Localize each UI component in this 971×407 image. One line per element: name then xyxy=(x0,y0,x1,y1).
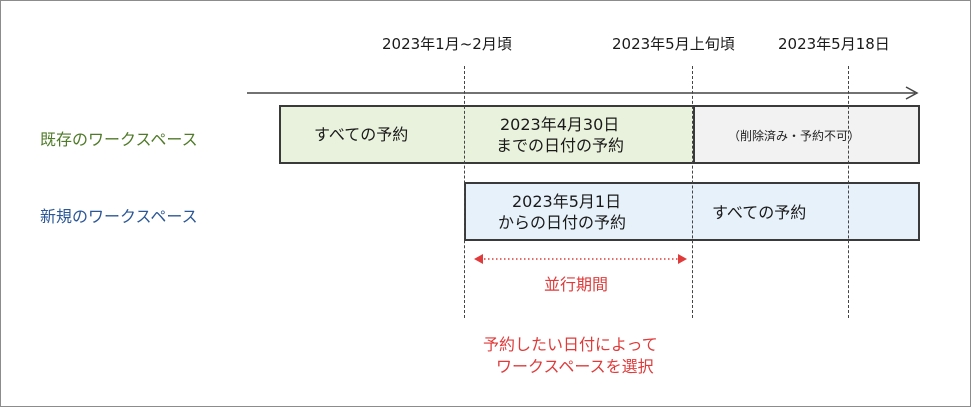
date-label-early-may: 2023年5月上旬頃 xyxy=(612,35,735,53)
marker-line-may-18 xyxy=(848,66,849,318)
existing-segment-all-reservations: すべての予約 xyxy=(314,125,409,144)
existing-bar-removed xyxy=(693,105,920,164)
new-segment-from-may1-line2: からの日付の予約 xyxy=(498,213,627,232)
row-label-new-workspace: 新規のワークスペース xyxy=(40,207,198,226)
existing-segment-until-apr30-line2: までの日付の予約 xyxy=(496,136,625,155)
parallel-period-label: 並行期間 xyxy=(544,275,609,294)
date-label-jan-feb: 2023年1月~2月頃 xyxy=(382,35,512,53)
existing-segment-removed: （削除済み・予約不可） xyxy=(728,129,861,143)
new-segment-all-reservations: すべての予約 xyxy=(712,203,807,222)
date-label-may-18: 2023年5月18日 xyxy=(778,35,890,53)
new-segment-from-may1-line1: 2023年5月1日 xyxy=(512,192,622,211)
existing-bar-all-reservations xyxy=(279,105,695,164)
row-label-existing-workspace: 既存のワークスペース xyxy=(40,130,198,149)
selection-note-line1: 予約したい日付によって xyxy=(483,335,658,354)
marker-line-jan-feb xyxy=(464,66,465,318)
existing-segment-until-apr30-line1: 2023年4月30日 xyxy=(500,115,620,134)
selection-note-line2: ワークスペースを選択 xyxy=(496,357,654,376)
marker-line-early-may xyxy=(692,66,693,318)
